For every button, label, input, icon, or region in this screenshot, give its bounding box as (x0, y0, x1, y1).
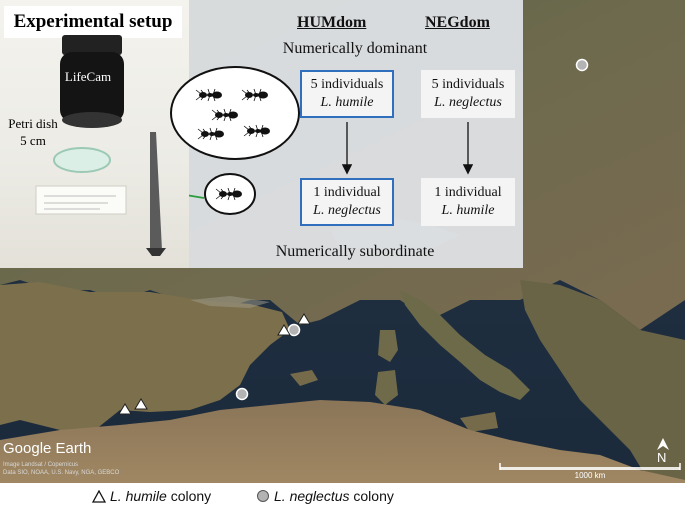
scale-label: 1000 km (574, 471, 606, 480)
col-header-negdom: NEGdom (425, 14, 490, 31)
humile-colony-marker (118, 403, 132, 415)
neglectus-colony-marker (287, 323, 301, 337)
cell-negdom-subordinate: 1 individual L. humile (421, 178, 515, 226)
scale-bar (500, 467, 680, 470)
camera-label: LifeCam (64, 69, 112, 84)
cell-count: 1 individual (313, 185, 381, 200)
camera-and-dish (35, 35, 166, 256)
neglectus-colony-marker (575, 58, 589, 72)
row-label-subordinate: Numerically subordinate (275, 243, 435, 260)
legend-item-neglectus: L. neglectus colony (256, 488, 394, 504)
setup-photo: Experimental setup LifeCam Petri dish 5 … (0, 0, 189, 268)
humile-colony-marker (297, 313, 311, 325)
legend-item-humile: L. humile colony (92, 488, 211, 504)
cell-species: L. neglectus (313, 203, 381, 218)
triangle-icon (92, 489, 106, 503)
map-credits: Image Landsat / Copernicus Data SIO, NOA… (3, 461, 119, 477)
dish-label-line2: 5 cm (20, 133, 46, 148)
camera-icon (60, 52, 124, 122)
neglectus-colony-marker (235, 387, 249, 401)
humile-colony-marker (277, 324, 291, 336)
north-arrow-icon (657, 438, 669, 450)
legend-neglectus-species: L. neglectus (274, 488, 350, 504)
forceps-icon (150, 132, 162, 250)
cell-species: L. humile (320, 95, 374, 110)
cell-species: L. neglectus (434, 95, 502, 110)
cell-negdom-dominant: 5 individuals L. neglectus (421, 70, 515, 118)
dish-label: Petri dish 5 cm (2, 115, 64, 149)
col-header-humdom: HUMdom (297, 14, 367, 31)
petri-dish-icon (53, 147, 111, 173)
credit-line-2: Data SIO, NOAA, U.S. Navy, NGA, GEBCO (3, 470, 120, 476)
cell-humdom-dominant: 5 individuals L. humile (300, 70, 394, 118)
humile-colony-marker (134, 398, 148, 410)
row-label-dominant: Numerically dominant (282, 40, 428, 57)
dish-label-line1: Petri dish (8, 116, 58, 131)
cell-count: 1 individual (434, 185, 502, 200)
circle-icon (257, 490, 269, 502)
legend-humile-species: L. humile (110, 488, 167, 504)
legend: L. humile colony L. neglectus colony (0, 483, 685, 509)
cell-humdom-subordinate: 1 individual L. neglectus (300, 178, 394, 226)
cell-count: 5 individuals (310, 77, 384, 92)
credit-line-1: Image Landsat / Copernicus (3, 462, 79, 468)
ant-circles (170, 66, 300, 215)
google-earth-logo: Google Earth (3, 440, 92, 457)
legend-neglectus-suffix: colony (349, 488, 394, 504)
cell-count: 5 individuals (431, 77, 505, 92)
setup-title: Experimental setup (4, 6, 182, 38)
legend-humile-suffix: colony (166, 488, 212, 504)
north-label: N (657, 450, 667, 465)
cell-species: L. humile (441, 203, 495, 218)
